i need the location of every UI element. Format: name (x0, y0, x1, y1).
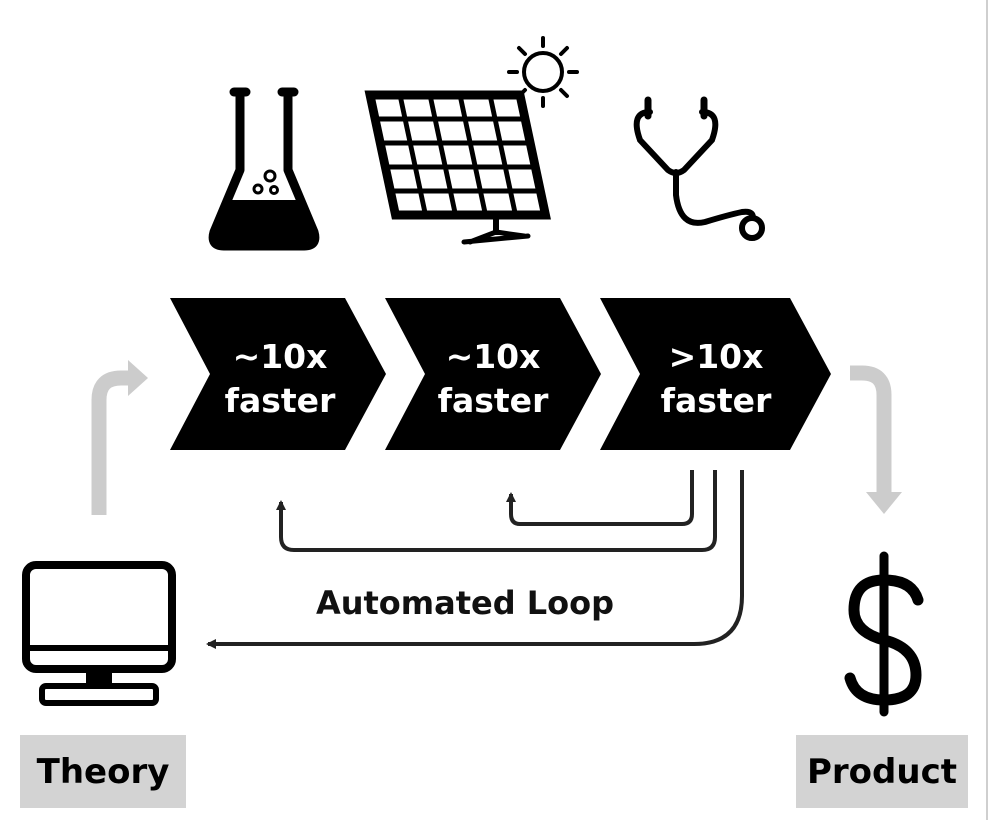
automated-loop-label: Automated Loop (316, 584, 614, 622)
stage-3-line2: faster (661, 381, 772, 420)
loop-arrow-to-stage-2 (506, 470, 694, 526)
stage-1-line2: faster (225, 381, 336, 420)
process-chevrons: ~10x faster ~10x faster >10x faster (170, 298, 831, 450)
loop-arrow-to-stage-1 (276, 470, 717, 552)
chevron-stage-1: ~10x faster (170, 298, 386, 450)
computer-monitor-icon (22, 561, 176, 706)
stage-2-line1: ~10x (446, 337, 541, 376)
stage-2-line2: faster (438, 381, 549, 420)
product-label: Product (796, 735, 968, 808)
process-to-product-arrow (850, 365, 902, 514)
theory-to-process-arrow (91, 360, 148, 515)
loop-arrow-to-theory (206, 470, 744, 649)
chevron-stage-2: ~10x faster (385, 298, 601, 450)
automated-loop-arrows (206, 470, 744, 649)
theory-label: Theory (20, 735, 186, 808)
flask-icon (208, 87, 320, 251)
stage-1-line1: ~10x (233, 337, 328, 376)
stage-3-line1: >10x (669, 337, 764, 376)
page-edge-divider (986, 0, 988, 820)
chevron-stage-3: >10x faster (600, 298, 831, 450)
solar-panel-icon (364, 36, 579, 245)
stethoscope-icon (633, 96, 765, 241)
dollar-sign-icon (844, 551, 924, 717)
